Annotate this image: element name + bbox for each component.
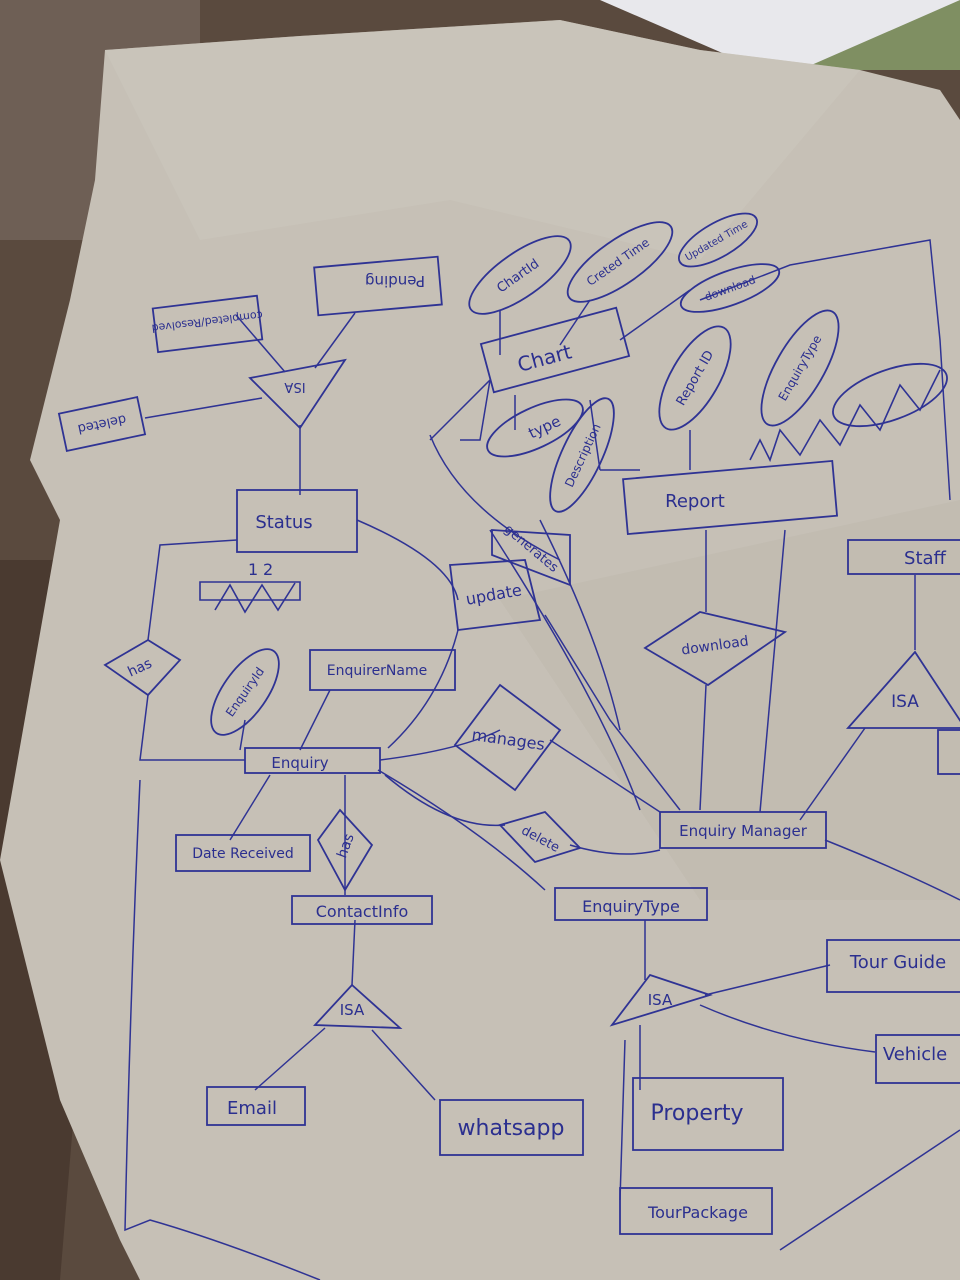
isa-contact-info-label: ISA <box>340 1001 365 1019</box>
entity-property-label: Property <box>650 1101 743 1126</box>
entity-report-label: Report <box>665 491 725 512</box>
entity-staff-subtype <box>937 729 960 775</box>
entity-tour-package: TourPackage <box>619 1187 773 1235</box>
entity-vehicle-label: Vehicle <box>883 1044 947 1065</box>
isa-enquiry-type-label: ISA <box>648 991 673 1009</box>
entity-tour-guide-label: Tour Guide <box>849 952 946 973</box>
isa-contact-info: ISA <box>313 983 403 1029</box>
isa-staff: ISA <box>846 650 960 729</box>
scribble-cancelled-attribute <box>749 362 948 463</box>
entity-enquiry: Enquiry <box>244 747 381 774</box>
entity-enquiry-type: EnquiryType <box>554 887 708 921</box>
entity-tour-guide: Tour Guide <box>826 939 960 993</box>
isa-status-label: ISA <box>284 379 305 394</box>
entity-status-label: Status <box>255 512 312 533</box>
entity-date-received-label: Date Received <box>192 846 294 862</box>
entity-whatsapp-label: whatsapp <box>458 1116 565 1141</box>
isa-status: ISA <box>248 358 347 430</box>
cardinality-status-label: 1 <box>248 560 258 579</box>
entity-staff-label: Staff <box>904 548 947 569</box>
entity-tour-package-label: TourPackage <box>647 1203 748 1222</box>
entity-whatsapp: whatsapp <box>439 1099 584 1156</box>
isa-enquiry-type: ISA <box>609 973 713 1027</box>
attribute-enquirer-name-label: EnquirerName <box>327 663 428 679</box>
entity-enquiry-type-label: EnquiryType <box>582 897 680 916</box>
cardinality-scribble: 1 2 <box>199 560 301 614</box>
entity-email-label: Email <box>227 1098 277 1119</box>
relationship-has-contact: has <box>316 808 374 892</box>
entity-staff: Staff <box>847 539 960 575</box>
entity-status: Status <box>236 489 358 553</box>
relationship-has-contact-label: has <box>334 832 358 861</box>
entity-contact-info-label: ContactInfo <box>316 902 409 921</box>
entity-enquiry-manager-label: Enquiry Manager <box>679 822 808 840</box>
isa-staff-label: ISA <box>891 692 919 712</box>
entity-date-received: Date Received <box>175 834 311 872</box>
entity-enquiry-manager: Enquiry Manager <box>659 811 827 849</box>
entity-vehicle: Vehicle <box>875 1034 960 1084</box>
entity-contact-info: ContactInfo <box>291 895 433 925</box>
entity-pending: Pending <box>313 255 443 317</box>
paper-sheet <box>0 20 960 1280</box>
entity-pending-label: Pending <box>365 272 425 290</box>
entity-email: Email <box>206 1086 306 1126</box>
entity-enquiry-label: Enquiry <box>271 754 328 772</box>
cardinality-enquiry-label: 2 <box>263 560 273 579</box>
entity-report: Report <box>622 459 839 536</box>
entity-property: Property <box>632 1077 784 1151</box>
attribute-enquirer-name: EnquirerName <box>309 649 456 691</box>
